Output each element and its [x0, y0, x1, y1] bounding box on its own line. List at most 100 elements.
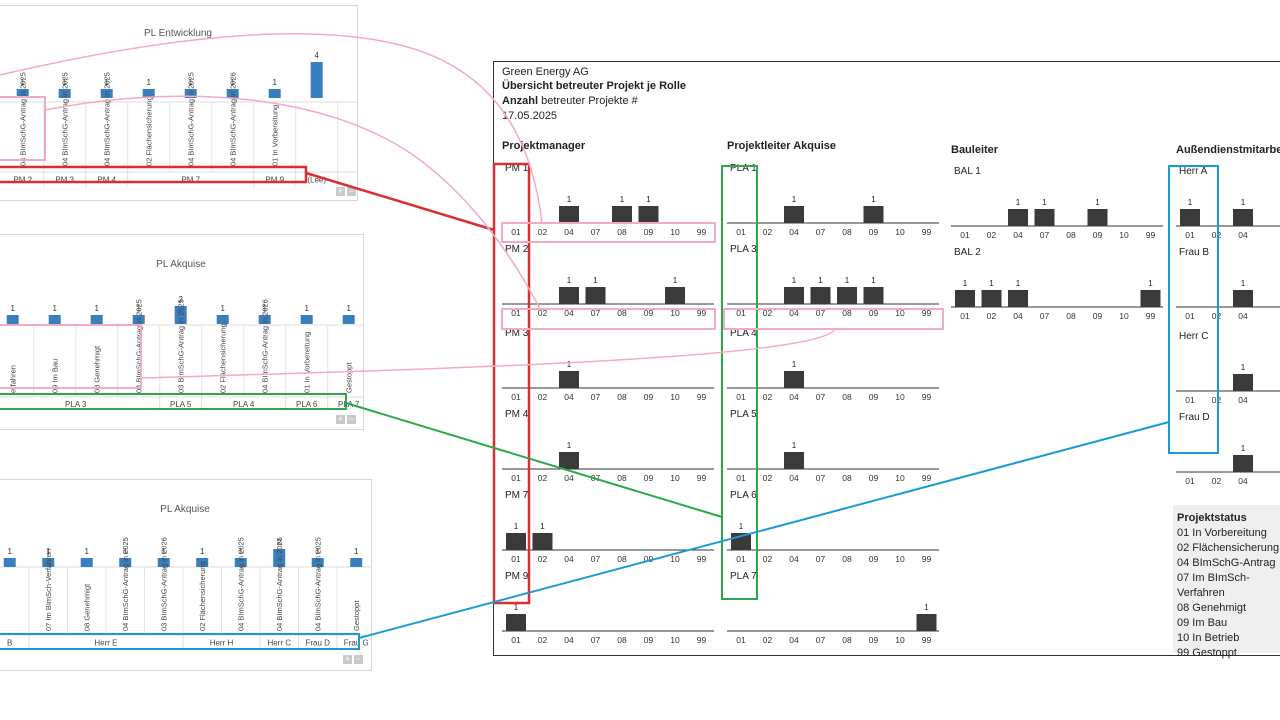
multiple-name: Frau D	[1179, 412, 1210, 423]
data-label: 1	[514, 603, 519, 612]
data-label: 1	[567, 360, 572, 369]
x-tick-label: 10	[1119, 230, 1129, 240]
x-tick-label: 08	[617, 227, 627, 237]
x-tick-label: 10	[895, 308, 905, 318]
section-title-adm: Außendienstmitarbeiter	[1176, 144, 1280, 156]
x-tick-label: 04	[1238, 230, 1248, 240]
x-tick-label: 07	[1040, 230, 1050, 240]
data-label: 1	[673, 276, 678, 285]
x-tick-label: 02	[538, 554, 548, 564]
x-tick-label: 10	[895, 392, 905, 402]
x-tick-label: 04	[564, 473, 574, 483]
data-label: 1	[1148, 279, 1153, 288]
panel-group-label: PM 4	[97, 176, 116, 185]
panel-data-label: 1	[272, 78, 277, 87]
legend-item: 01 In Vorbereitung	[1177, 527, 1267, 539]
x-tick-label: 04	[564, 392, 574, 402]
expand-button[interactable]: +	[336, 414, 345, 424]
legend-item: 04 BImSchG-Antrag	[1177, 557, 1276, 569]
bar	[955, 290, 975, 307]
collapse-button[interactable]: −	[354, 654, 363, 664]
bar	[1008, 290, 1028, 307]
legend-item: 08 Genehmigt	[1177, 602, 1247, 614]
data-label: 1	[871, 195, 876, 204]
x-tick-label: 99	[922, 473, 932, 483]
bar	[665, 287, 685, 304]
panel-bar	[119, 558, 132, 567]
x-tick-label: 10	[670, 554, 680, 564]
multiple-name: PLA 4	[730, 328, 757, 339]
panel-data-label: 2	[277, 538, 282, 547]
panel-group-label: B	[7, 639, 12, 648]
bar	[981, 290, 1002, 307]
x-tick-label: 02	[763, 392, 773, 402]
data-label: 1	[567, 441, 572, 450]
panel-category-label: 04 BImSchG-Antrag in 2025	[121, 537, 130, 631]
panel-data-label: 1	[304, 304, 309, 313]
bar	[506, 533, 526, 550]
report-title: Übersicht betreuter Projekt je Rolle	[502, 80, 686, 92]
bar	[863, 287, 884, 304]
x-tick-label: 10	[670, 392, 680, 402]
x-tick-label: 99	[697, 392, 707, 402]
x-tick-label: 07	[816, 635, 826, 645]
legend-item: 07 Im BImSch-Verfahren	[1177, 572, 1250, 599]
x-tick-label: 01	[736, 473, 746, 483]
collapse-button[interactable]: −	[347, 186, 356, 196]
x-tick-label: 01	[511, 227, 521, 237]
panel-category-label: 04 BImSchG-Antrag in 2026	[229, 72, 238, 166]
x-tick-label: 02	[538, 473, 548, 483]
x-tick-label: 08	[842, 554, 852, 564]
multiple-name: PLA 6	[730, 490, 757, 501]
multiple-name: PM 1	[505, 163, 529, 174]
x-tick-label: 04	[1238, 395, 1248, 405]
x-tick-label: 10	[670, 308, 680, 318]
expand-button[interactable]: +	[343, 654, 352, 664]
x-tick-label: 01	[736, 308, 746, 318]
panel-bar	[268, 89, 281, 98]
x-tick-label: 09	[869, 554, 879, 564]
panel-bar	[258, 315, 271, 324]
x-tick-label: 08	[842, 635, 852, 645]
panel-group-label: PLA 3	[65, 400, 87, 409]
data-label: 1	[963, 279, 968, 288]
x-tick-label: 08	[617, 392, 627, 402]
section-title-bal: Bauleiter	[951, 144, 999, 156]
panel-data-label: 1	[7, 547, 12, 556]
panel-bar	[196, 558, 209, 567]
collapse-button[interactable]: −	[347, 414, 356, 424]
x-tick-label: 10	[670, 635, 680, 645]
x-tick-label: 09	[1093, 311, 1103, 321]
panel-title: PL Akquise	[160, 504, 210, 515]
x-tick-label: 01	[736, 554, 746, 564]
x-tick-label: 08	[617, 635, 627, 645]
panel-data-label: 1	[52, 304, 57, 313]
x-tick-label: 09	[869, 635, 879, 645]
data-label: 1	[818, 276, 823, 285]
x-tick-label: 02	[538, 308, 548, 318]
x-tick-label: 99	[697, 554, 707, 564]
panel-category-label: 01 In Vorbereitung	[303, 332, 312, 393]
x-tick-label: 01	[736, 635, 746, 645]
bar	[1233, 374, 1253, 391]
x-tick-label: 02	[763, 635, 773, 645]
panel-category-label: 04 BImSchG-Antrag in 2025	[103, 72, 112, 166]
x-tick-label: 01	[511, 635, 521, 645]
x-tick-label: 09	[644, 635, 654, 645]
x-tick-label: 99	[922, 392, 932, 402]
multiple-name: BAL 2	[954, 247, 981, 258]
multiple-name: Frau B	[1179, 247, 1209, 258]
x-tick-label: 02	[987, 311, 997, 321]
bar	[916, 614, 937, 631]
x-tick-label: 07	[816, 473, 826, 483]
x-tick-label: 99	[922, 308, 932, 318]
data-label: 1	[792, 276, 797, 285]
panel-bar	[42, 558, 55, 567]
x-tick-label: 07	[591, 227, 601, 237]
x-tick-label: 99	[1146, 311, 1156, 321]
x-tick-label: 09	[644, 473, 654, 483]
expand-button[interactable]: +	[336, 186, 345, 196]
x-tick-label: 99	[697, 227, 707, 237]
section-title-pla: Projektleiter Akquise	[727, 140, 837, 152]
multiple-name: PM 7	[505, 490, 529, 501]
